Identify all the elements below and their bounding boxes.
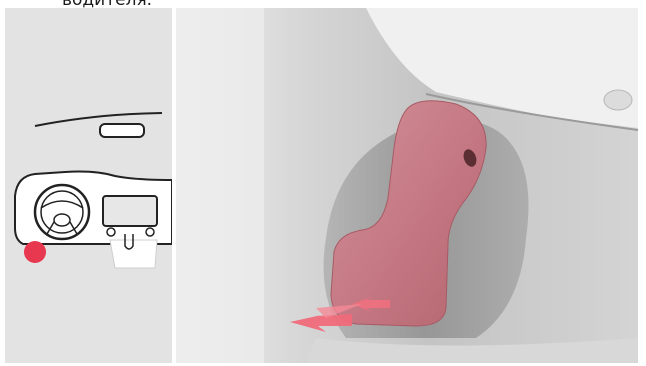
latch-closeup-panel	[176, 8, 638, 363]
dashboard-diagram	[5, 8, 172, 363]
latch-closeup-illustration	[176, 8, 638, 363]
illustration-frame	[5, 8, 638, 363]
red-dot-marker-icon	[24, 241, 46, 263]
dashboard-locator-panel	[5, 8, 172, 363]
